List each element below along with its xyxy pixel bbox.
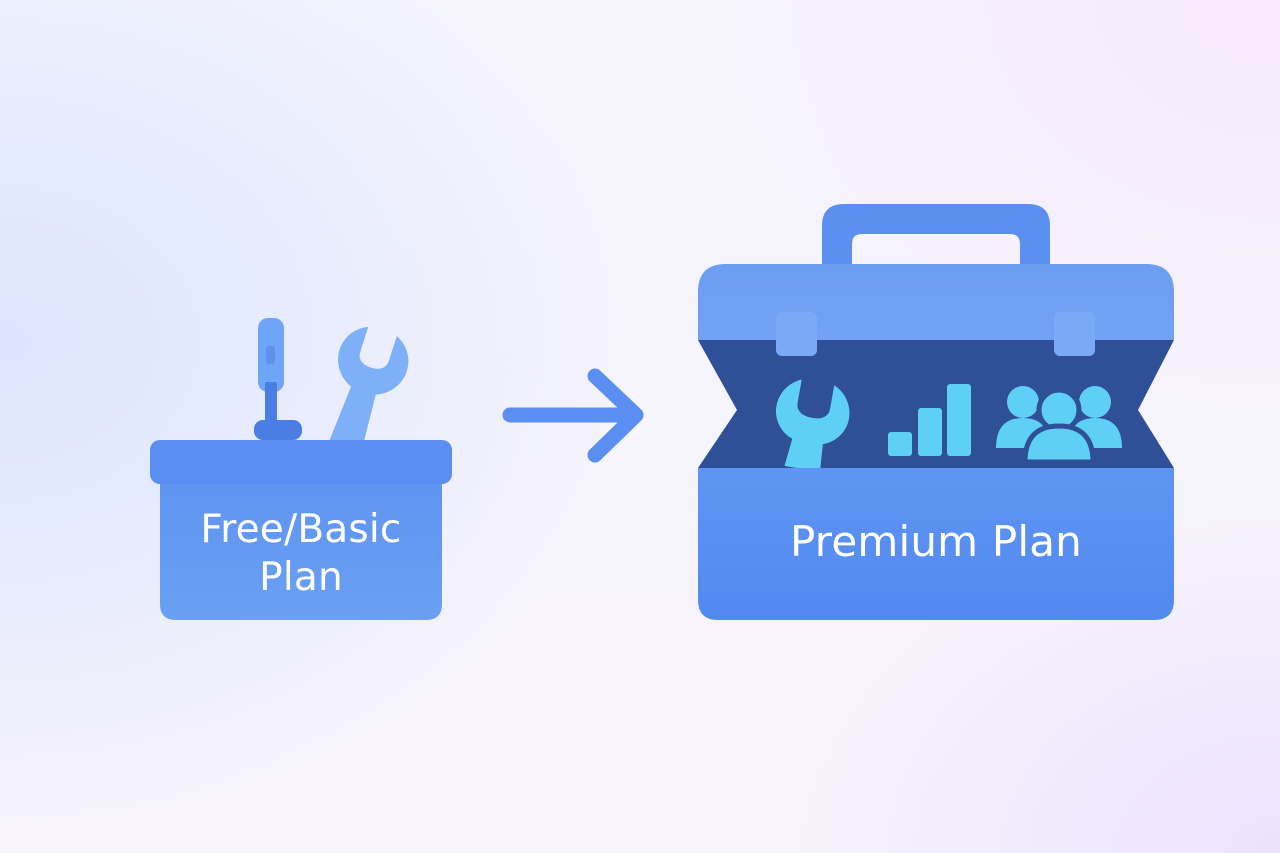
free-plan-label: Free/Basic Plan (160, 506, 442, 602)
free-plan-label-line2: Plan (259, 555, 343, 600)
users-group-icon (996, 386, 1122, 465)
screwdriver-icon (254, 318, 302, 440)
arrow-right-icon (502, 368, 644, 463)
premium-wrench-icon (775, 379, 850, 473)
premium-plan-toolbox (698, 204, 1174, 620)
bar-chart-icon (888, 384, 971, 456)
wrench-icon (328, 326, 409, 453)
free-plan-toolbox (150, 318, 452, 620)
free-plan-label-line1: Free/Basic (200, 507, 402, 552)
premium-plan-label: Premium Plan (790, 517, 1082, 566)
